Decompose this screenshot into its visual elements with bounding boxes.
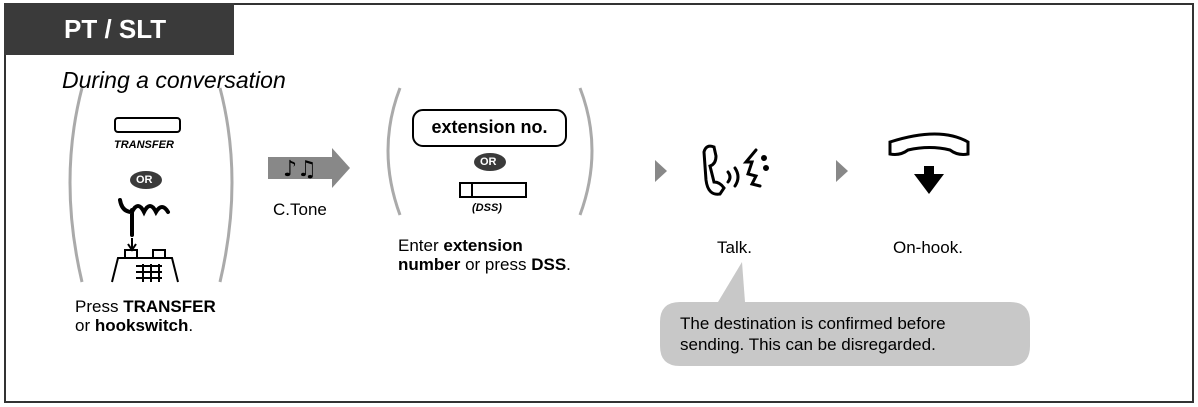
on-hook-icon	[888, 132, 970, 194]
down-arrow-icon	[127, 238, 137, 252]
talk-label: Talk.	[717, 238, 752, 257]
on-hook-label: On-hook.	[893, 238, 963, 257]
hookswitch-icon	[111, 249, 179, 283]
dss-label: (DSS)	[472, 202, 502, 214]
arrow-icon	[655, 160, 667, 182]
arrow-icon	[836, 160, 848, 182]
note-bubble	[660, 262, 1030, 366]
tab-title: PT / SLT	[4, 3, 234, 55]
or-label: OR	[136, 174, 153, 186]
dss-key-icon	[459, 182, 527, 198]
talk-icon	[702, 144, 769, 196]
tone-label: C.Tone	[273, 200, 327, 219]
step1-caption: Press TRANSFER or hookswitch.	[75, 297, 216, 335]
or-badge-icon	[130, 171, 162, 189]
extension-number-box	[412, 109, 567, 147]
step2-caption: Enter extension number or press DSS.	[398, 236, 571, 274]
or-label: OR	[480, 156, 497, 168]
or-badge-icon	[474, 153, 506, 171]
step2-left-paren	[386, 87, 402, 216]
step1-right-paren	[218, 87, 234, 283]
extension-number-label: extension no.	[431, 117, 548, 137]
transfer-key-label: TRANSFER	[114, 139, 174, 151]
procedure-frame	[4, 3, 1194, 403]
step1-left-paren	[68, 87, 84, 283]
finger-press-icon	[118, 198, 170, 237]
svg-text:♪♫: ♪♫	[283, 157, 317, 182]
transfer-key-icon	[114, 117, 181, 133]
step2-right-paren	[578, 87, 594, 216]
tone-arrow-icon: ♪♫	[268, 148, 350, 188]
section-heading: During a conversation	[62, 67, 286, 93]
